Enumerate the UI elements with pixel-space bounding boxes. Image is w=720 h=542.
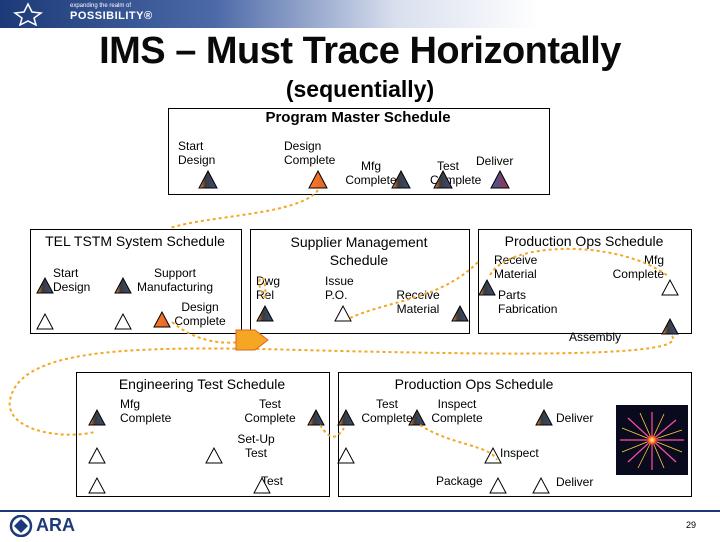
master-label-deliver: Deliver [476, 154, 514, 168]
supplier-milestone-issue-po [334, 304, 352, 322]
tel-milestone-design-complete [153, 310, 171, 328]
engtest-schedule-title: Engineering Test Schedule [118, 376, 286, 392]
footer-bar [0, 510, 720, 542]
tel-milestone-support-mfg [114, 276, 132, 294]
footer-logo-text: ARA [36, 515, 75, 535]
connector-assembly-to-eng [8, 335, 675, 436]
prodops2-milestone-inspect-complete [408, 408, 426, 426]
engtest-label-test: Test [260, 474, 283, 488]
supplier-schedule-title: Supplier Management Schedule [290, 234, 428, 268]
engtest-label-test-complete: Test Complete [244, 397, 296, 425]
prodops2-milestone-package [489, 476, 507, 494]
master-milestone-mfg-complete [391, 169, 411, 189]
master-label-design-complete: Design Complete [284, 139, 336, 167]
slide-title: IMS – Must Trace Horizontally [99, 30, 621, 72]
prodops2-milestone-deliver-1 [535, 408, 553, 426]
prodops2-label-inspect-complete: Inspect Complete [431, 397, 483, 425]
connector-issue-to-prod [349, 261, 479, 319]
connector-receive-mfg [489, 247, 669, 277]
fireworks-image [616, 405, 688, 475]
prodops2-label-deliver-1: Deliver [556, 411, 594, 425]
prodops1-schedule-title: Production Ops Schedule [504, 233, 664, 249]
prodops1-milestone-receive-material [478, 278, 496, 296]
tel-label-design-complete: Design Complete [174, 300, 226, 328]
slide-subtitle: (sequentially) [285, 76, 435, 102]
master-milestone-design-complete [308, 169, 328, 189]
connector-prod2-chain [419, 424, 498, 461]
prodops1-label-receive-material: Receive Material [494, 253, 538, 281]
header-tagline-big: POSSIBILITY® [70, 10, 153, 22]
master-label-mfg-complete: Mfg Complete [345, 159, 397, 187]
prodops1-milestone-assembly [661, 317, 679, 335]
tel-milestone-start-design [36, 276, 54, 294]
engtest-milestone-mfg-complete [88, 408, 106, 426]
connector-arrow-tel-supplier [235, 329, 269, 351]
supplier-milestone-receive-material [451, 304, 469, 322]
page-number: 29 [686, 520, 697, 530]
prodops2-milestone-open-1 [337, 446, 355, 464]
connector-eng-to-prod2 [319, 424, 345, 438]
prodops1-label-mfg-complete: Mfg Complete [612, 253, 664, 281]
tel-milestone-open-1 [36, 312, 54, 330]
tel-label-support-mfg: Support Manufacturing [136, 266, 214, 294]
engtest-milestone-test [253, 476, 271, 494]
master-label-start-design: Start Design [178, 139, 216, 167]
engtest-milestone-setup-test [205, 446, 223, 464]
tel-label-start-design: Start Design [53, 266, 91, 294]
tel-schedule-title: TEL TSTM System Schedule [45, 233, 225, 249]
prodops1-label-parts-fabrication: Parts Fabrication [498, 288, 558, 316]
master-schedule-title: Program Master Schedule [265, 109, 451, 126]
star-logo-icon [12, 2, 44, 26]
tel-milestone-open-2 [114, 312, 132, 330]
tel-schedule-box [30, 229, 242, 334]
master-milestone-test-complete [433, 169, 453, 189]
prodops1-label-assembly: Assembly [569, 330, 622, 344]
header-tagline-small: expanding the realm of [70, 3, 132, 9]
ara-logo-icon [9, 515, 33, 537]
connector-supplier-start [258, 276, 267, 301]
prodops2-milestone-test-complete [337, 408, 355, 426]
supplier-label-issue-po: Issue P.O. [325, 274, 354, 302]
master-milestone-deliver [490, 169, 510, 189]
supplier-label-receive-material: Receive Material [396, 288, 440, 316]
prodops2-schedule-title: Production Ops Schedule [394, 376, 554, 392]
engtest-milestone-test-complete [307, 408, 325, 426]
prodops2-label-deliver-2: Deliver [556, 475, 594, 489]
engtest-label-mfg-complete: Mfg Complete [120, 397, 172, 425]
engtest-label-setup-test: Set-Up Test [237, 432, 275, 460]
prodops2-milestone-deliver-2 [532, 476, 550, 494]
engtest-milestone-open-2 [88, 476, 106, 494]
prodops2-label-package: Package [436, 474, 483, 488]
prodops2-label-test-complete: Test Complete [361, 397, 413, 425]
supplier-milestone-dwg-rel [256, 304, 274, 322]
prodops1-milestone-mfg-complete [661, 278, 679, 296]
engtest-schedule-box [76, 372, 330, 497]
supplier-schedule-box [250, 229, 470, 334]
prodops2-label-inspect: Inspect [500, 446, 539, 460]
connector-master-to-tel [169, 189, 319, 229]
master-schedule-box [168, 108, 550, 195]
engtest-milestone-open-1 [88, 446, 106, 464]
prodops1-schedule-box [478, 229, 692, 334]
master-milestone-start-design [198, 169, 218, 189]
header-band [0, 0, 720, 28]
